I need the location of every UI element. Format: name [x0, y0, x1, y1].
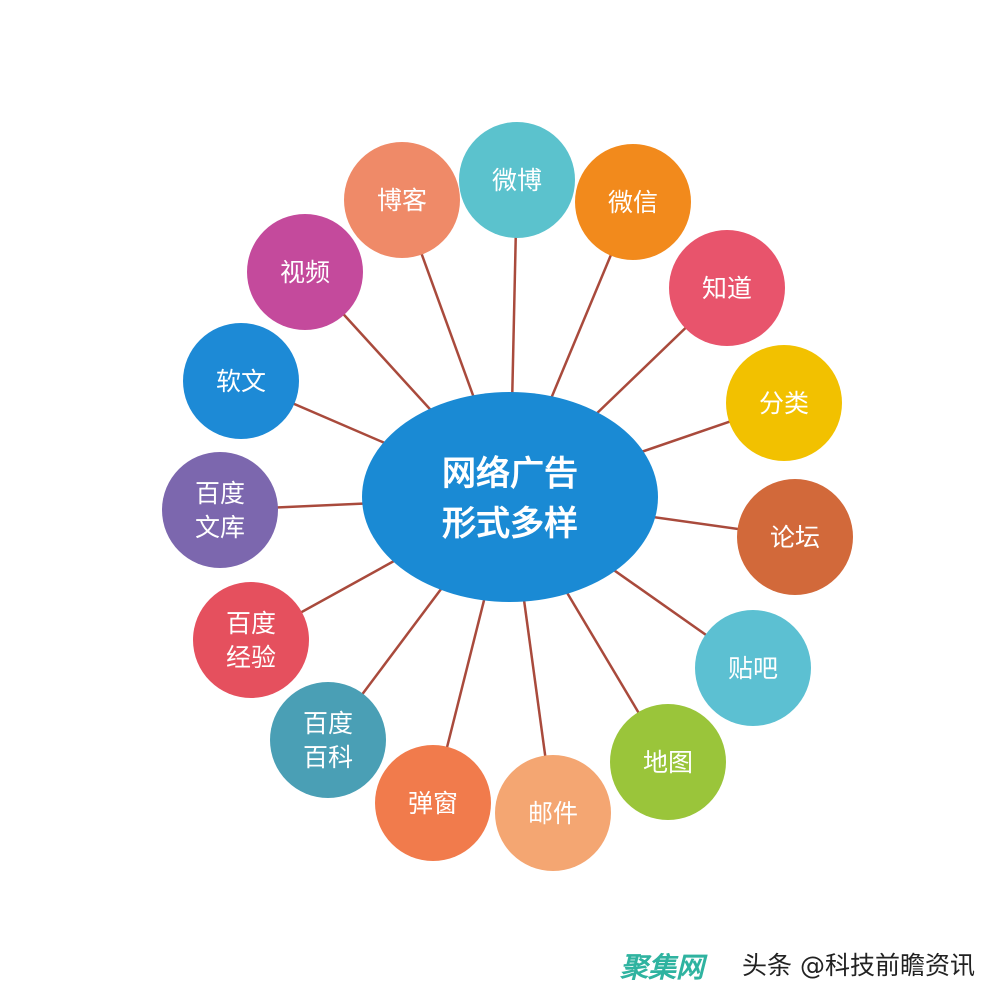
- node-circle: [375, 745, 491, 861]
- node-label: 百度: [195, 479, 245, 508]
- node-label: 百科: [303, 743, 353, 772]
- node-label: 邮件: [528, 799, 578, 828]
- node-label: 地图: [643, 748, 693, 777]
- node-label: 软文: [216, 367, 266, 396]
- center-title-line2: 形式多样: [442, 504, 578, 544]
- node-circle: [726, 345, 842, 461]
- node-circle: [270, 682, 386, 798]
- node-label: 知道: [702, 274, 752, 303]
- node-label: 微信: [608, 188, 658, 217]
- center-ellipse: [362, 392, 658, 602]
- node-circle: [344, 142, 460, 258]
- node-circle: [459, 122, 575, 238]
- node-label: 分类: [759, 389, 809, 418]
- node-circle: [669, 230, 785, 346]
- node-label: 微博: [492, 166, 542, 195]
- node-label: 百度: [226, 609, 276, 638]
- node-label: 博客: [377, 186, 427, 215]
- node-label: 贴吧: [728, 654, 778, 683]
- node-label: 经验: [226, 643, 276, 672]
- node-label: 弹窗: [408, 789, 458, 818]
- node-circle: [495, 755, 611, 871]
- node-circle: [575, 144, 691, 260]
- node-circle: [162, 452, 278, 568]
- node-circle: [610, 704, 726, 820]
- node-circle: [695, 610, 811, 726]
- node-label: 百度: [303, 709, 353, 738]
- node-label: 视频: [280, 258, 330, 287]
- node-circle: [193, 582, 309, 698]
- node-label: 文库: [195, 513, 245, 542]
- node-label: 论坛: [770, 523, 820, 552]
- watermark-overlay: 聚集网: [620, 951, 705, 984]
- watermark: 头条 @科技前瞻资讯: [742, 951, 975, 980]
- center-title-line1: 网络广告: [442, 454, 578, 494]
- node-circle: [247, 214, 363, 330]
- node-circle: [183, 323, 299, 439]
- node-circle: [737, 479, 853, 595]
